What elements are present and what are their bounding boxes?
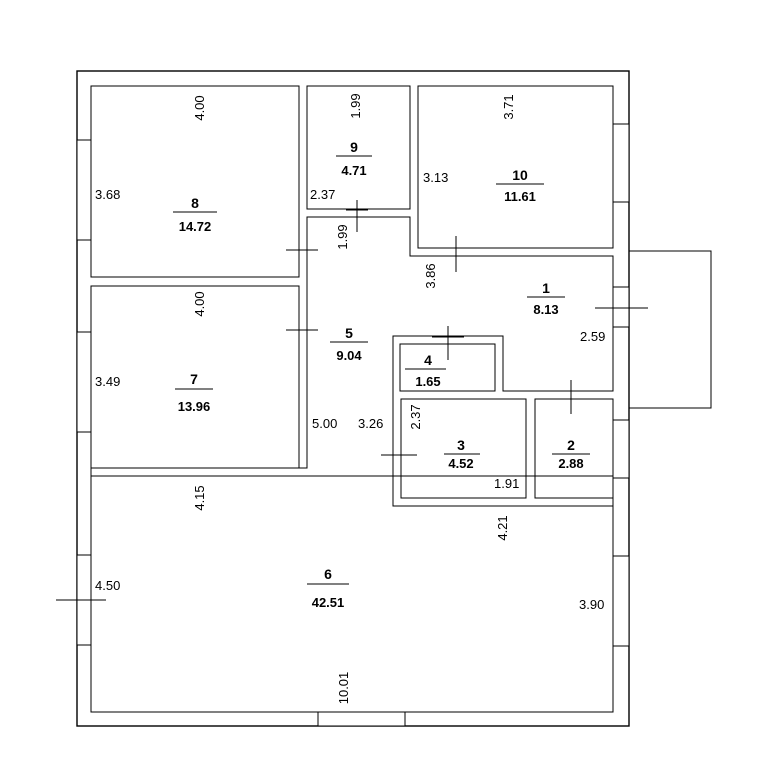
room-1-number: 1 bbox=[542, 280, 550, 296]
door-markers bbox=[56, 200, 648, 601]
room-6-area: 42.51 bbox=[312, 595, 345, 610]
dim-r5-right: 3.26 bbox=[358, 416, 383, 431]
dim-r10-top: 3.71 bbox=[501, 94, 516, 119]
dim-r1-right: 2.59 bbox=[580, 329, 605, 344]
dim-r9-left: 2.37 bbox=[310, 187, 335, 202]
dim-r10-left: 3.13 bbox=[423, 170, 448, 185]
dim-r6-right: 3.90 bbox=[579, 597, 604, 612]
window-room8 bbox=[76, 139, 92, 241]
room-6-number: 6 bbox=[324, 566, 332, 582]
dim-r8-top: 4.00 bbox=[192, 95, 207, 120]
room-9-number: 9 bbox=[350, 139, 358, 155]
balcony bbox=[629, 250, 712, 409]
room-4-number: 4 bbox=[424, 352, 432, 368]
label-underlines bbox=[173, 155, 590, 585]
dim-r3-bottom: 1.91 bbox=[494, 476, 519, 491]
window-room2 bbox=[612, 419, 630, 479]
room-7-number: 7 bbox=[190, 371, 198, 387]
room-2-number: 2 bbox=[567, 437, 575, 453]
window-room10 bbox=[612, 123, 630, 203]
room-3-outline bbox=[400, 398, 527, 499]
room-9-area: 4.71 bbox=[341, 163, 366, 178]
room-3-number: 3 bbox=[457, 437, 465, 453]
room-5-area: 9.04 bbox=[336, 348, 362, 363]
room-7-area: 13.96 bbox=[178, 399, 211, 414]
room-9-outline bbox=[306, 85, 411, 210]
dim-r9-top: 1.99 bbox=[348, 93, 363, 118]
door-balcony bbox=[612, 286, 630, 328]
room-8-number: 8 bbox=[191, 195, 199, 211]
window-room6-bottom bbox=[317, 711, 406, 727]
dim-r6-top-right: 4.21 bbox=[495, 515, 510, 540]
room-6-outline bbox=[90, 475, 614, 713]
dim-r1-left: 3.86 bbox=[423, 263, 438, 288]
room-4-area: 1.65 bbox=[415, 374, 440, 389]
window-room7 bbox=[76, 331, 92, 433]
dim-r7-left: 3.49 bbox=[95, 374, 120, 389]
room-3-area: 4.52 bbox=[448, 456, 473, 471]
dim-r8-left: 3.68 bbox=[95, 187, 120, 202]
dim-corridor-top: 1.99 bbox=[335, 224, 350, 249]
room-1-area: 8.13 bbox=[533, 302, 558, 317]
dim-r7-top: 4.00 bbox=[192, 291, 207, 316]
dim-r3-left: 2.37 bbox=[408, 404, 423, 429]
corridor-outline bbox=[90, 216, 614, 507]
room-8-area: 14.72 bbox=[179, 219, 212, 234]
room-5-number: 5 bbox=[345, 325, 353, 341]
room-10-area: 11.61 bbox=[504, 189, 536, 204]
dim-r6-left: 4.50 bbox=[95, 578, 120, 593]
dim-r6-bottom: 10.01 bbox=[336, 672, 351, 705]
dim-r6-top-left: 4.15 bbox=[192, 485, 207, 510]
dim-r5-left: 5.00 bbox=[312, 416, 337, 431]
room-2-area: 2.88 bbox=[558, 456, 583, 471]
room-10-number: 10 bbox=[512, 167, 528, 183]
window-room6-right bbox=[612, 555, 630, 647]
